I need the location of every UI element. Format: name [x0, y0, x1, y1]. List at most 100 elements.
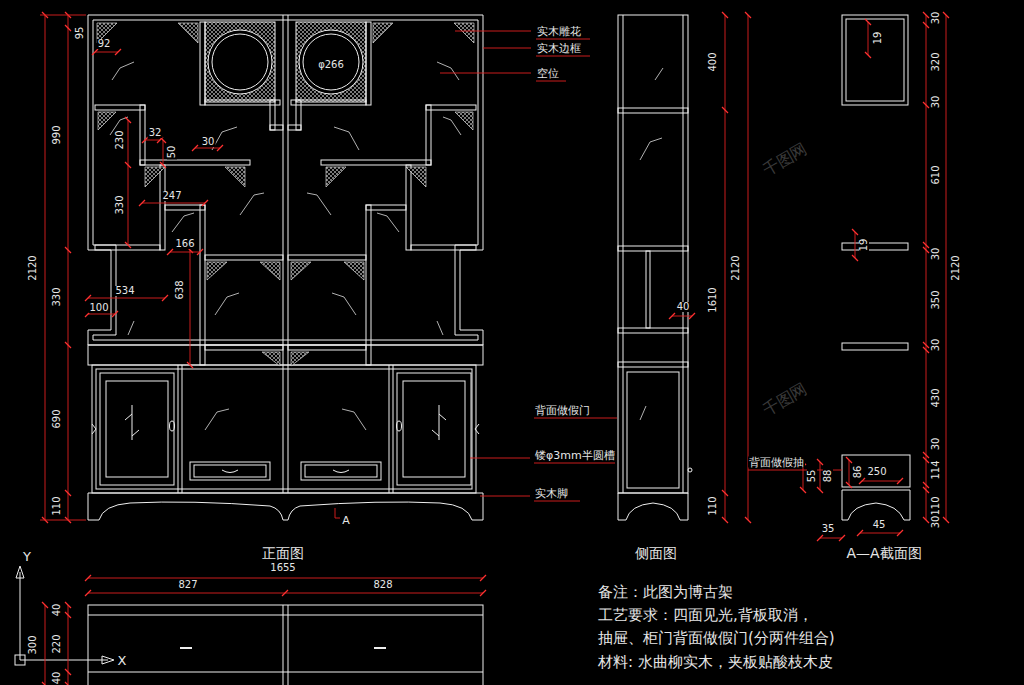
dimension-number: φ266 [317, 60, 345, 70]
drawing-line [88, 615, 483, 616]
callout-label: 空位 [536, 68, 560, 79]
drawing-line [125, 405, 139, 440]
drawing-line [618, 328, 688, 333]
dimension-number: 110 [52, 495, 62, 516]
drawing-line [180, 647, 386, 649]
dimension-number: 30 [931, 95, 941, 110]
drawing-line [846, 19, 904, 101]
drawing-line [842, 343, 908, 350]
dimension-lines [40, 15, 946, 685]
drawing-line [627, 372, 679, 488]
dimension-number: 638 [175, 279, 185, 300]
view-title: 侧面图 [634, 546, 678, 560]
callout-label: 背面做假门 [534, 405, 591, 416]
drawing-line [288, 605, 289, 685]
dimension-number: 2120 [731, 254, 741, 281]
drawing-line [618, 15, 688, 493]
drawing-line [820, 538, 842, 539]
axis-label: X [117, 654, 128, 667]
watermark: 千图网 [759, 141, 810, 180]
drawing-line [842, 455, 910, 487]
drawing-line [618, 362, 688, 367]
drawing-line [618, 493, 688, 520]
dimension-number: 400 [708, 51, 718, 72]
dimension-number: 19 [859, 238, 869, 253]
drawing-line [95, 105, 145, 110]
dimension-number: 2120 [28, 254, 38, 281]
drawing-line [855, 232, 856, 258]
dimension-number: 247 [161, 191, 182, 201]
drawing-line [170, 421, 175, 431]
drawing-line [288, 15, 289, 493]
drawing-line [222, 470, 238, 473]
dimension-number: 30 [201, 137, 216, 147]
drawing-line [849, 460, 850, 485]
dimension-number: 1655 [269, 563, 296, 573]
callout-label: 实木边框 [536, 43, 582, 54]
dimension-number: 86 [853, 465, 863, 480]
drawing-line [110, 62, 264, 430]
drawing-line [128, 120, 129, 245]
drawing-line [68, 605, 69, 685]
drawing-line [45, 605, 46, 685]
dimension-number: 40 [52, 671, 62, 685]
drawing-line [92, 365, 476, 493]
drawing-line [140, 105, 145, 165]
drawing-line [145, 140, 160, 141]
drawing-line [200, 205, 205, 365]
section-view [842, 15, 910, 520]
dimension-number: 32 [148, 128, 163, 138]
drawing-line [534, 418, 617, 419]
drawing-line [88, 672, 483, 673]
dimension-number: 30 [931, 515, 941, 530]
dimension-number: 1610 [708, 286, 718, 313]
drawing-line [207, 262, 227, 280]
drawing-line [100, 373, 174, 485]
drawing-line [205, 255, 283, 260]
drawing-line [140, 160, 250, 165]
dimension-number: 534 [114, 286, 135, 296]
drawing-line [270, 125, 283, 130]
drawing-line [646, 251, 650, 328]
view-title: 正面图 [261, 546, 305, 560]
drawing-line [178, 23, 198, 43]
drawing-line [88, 314, 115, 315]
drawing-line [683, 15, 684, 493]
front-view [88, 15, 483, 520]
drawing-line [182, 365, 183, 493]
dimension-number: 30 [931, 11, 941, 26]
drawing-line [288, 22, 479, 493]
dimension-number: 166 [174, 239, 195, 249]
drawing-line [618, 246, 688, 251]
note-line: 备注：此图为博古架 [597, 585, 734, 600]
drawing-line [40, 15, 86, 520]
drawing-line [68, 15, 69, 520]
dimension-number: 610 [931, 164, 941, 185]
drawing-line [205, 345, 283, 350]
drawing-line [88, 593, 483, 594]
drawing-line [262, 352, 280, 366]
dimension-number: 30 [931, 338, 941, 353]
section-mark: A [341, 515, 351, 526]
drawing-line [842, 15, 908, 105]
dimension-number: 100 [88, 303, 109, 313]
drawing-line [92, 424, 96, 434]
drawing-line [205, 100, 280, 105]
drawing-line [225, 167, 245, 187]
dimension-number: 828 [372, 580, 393, 590]
drawing-line [88, 605, 483, 685]
dimension-number: 350 [931, 289, 941, 310]
dimension-number: 330 [115, 194, 125, 215]
note-line: 工艺要求：四面见光,背板取消， [597, 608, 814, 623]
drawing-line [212, 34, 268, 90]
drawing-line [842, 243, 908, 250]
drawing-line [200, 22, 205, 105]
plan-view [88, 605, 483, 685]
axis-icon [15, 566, 114, 665]
dimension-number: 220 [52, 633, 62, 654]
callout-label: 实木脚 [534, 488, 569, 499]
drawing-line [208, 30, 272, 94]
drawing-line [283, 15, 284, 493]
